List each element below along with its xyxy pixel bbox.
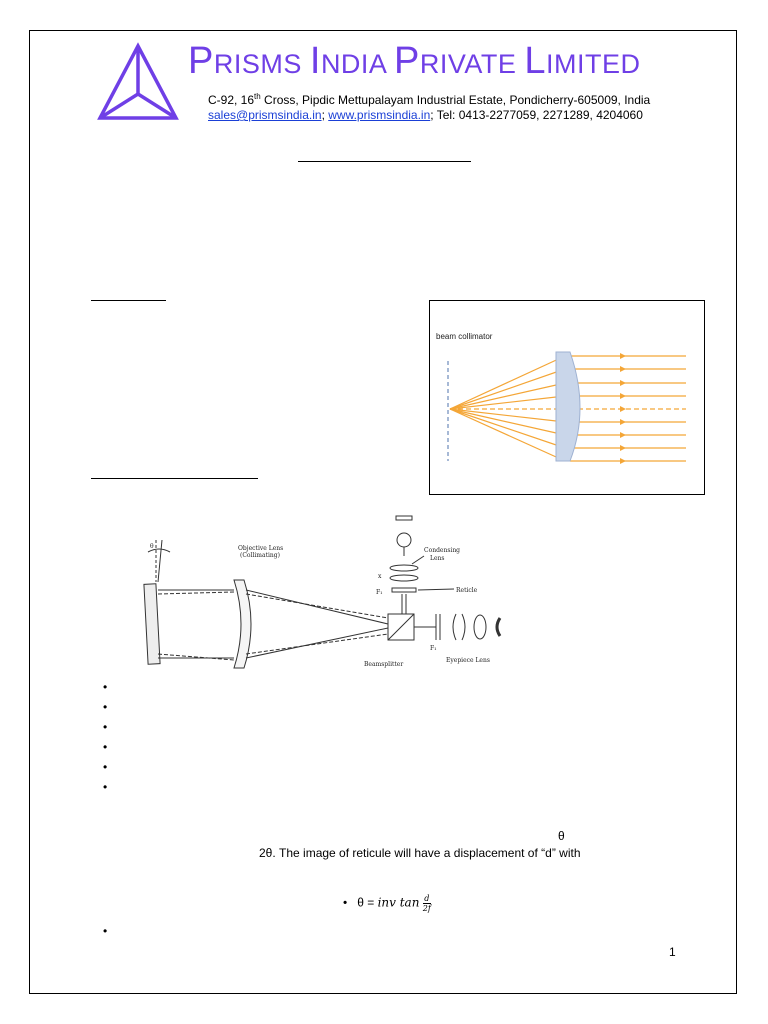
telephone: Tel: 0413-2277059, 2271289, 4204060 xyxy=(436,108,643,122)
objective-lens-sub: (Collimating) xyxy=(240,552,280,559)
website-link[interactable]: www.prismsindia.in xyxy=(328,108,431,122)
email-link[interactable]: sales@prismsindia.in xyxy=(208,108,322,122)
bullet: • xyxy=(103,700,108,714)
formula-function: inv tan xyxy=(377,895,420,910)
f1-label: F₁ xyxy=(376,589,383,596)
reticle-label: Reticle xyxy=(456,587,478,594)
figure-label: beam collimator xyxy=(436,332,493,341)
bullet: • xyxy=(103,924,108,938)
bullet: • xyxy=(103,720,108,734)
theta-label: θ xyxy=(150,543,154,550)
condensing-lens-label: Condensing xyxy=(424,547,460,554)
company-name: PRISMS INDIA PRIVATE LIMITED xyxy=(188,40,641,82)
bullet: • xyxy=(103,760,108,774)
prisms-logo-icon xyxy=(97,42,179,120)
autocollimator-diagram: θ Objective Lens (Collimating) Condensin… xyxy=(143,515,502,669)
section-heading-underline-2 xyxy=(91,478,258,479)
x-label: x xyxy=(378,573,382,580)
formula-prefix: θ = xyxy=(357,895,378,910)
f1b-label: F₁ xyxy=(430,645,437,652)
displacement-text: 2θ. The image of reticule will have a di… xyxy=(259,846,581,860)
objective-lens-label: Objective Lens xyxy=(238,545,283,552)
formula-bullet: • xyxy=(343,895,348,910)
page-number: 1 xyxy=(669,945,676,959)
beam-collimator-diagram xyxy=(447,351,686,464)
bullet: • xyxy=(103,680,108,694)
beamsplitter-label: Beamsplitter xyxy=(364,661,403,668)
company-address: C-92, 16th Cross, Pipdic Mettupalayam In… xyxy=(208,92,651,107)
bullet: • xyxy=(103,740,108,754)
contact-line: sales@prismsindia.in; www.prismsindia.in… xyxy=(208,108,643,122)
eyepiece-lens-label: Eyepiece Lens xyxy=(446,657,490,664)
title-underline xyxy=(298,161,471,162)
condensing-lens-sub: Lens xyxy=(430,555,444,562)
theta-symbol: θ xyxy=(558,829,565,843)
page-border xyxy=(29,30,737,994)
section-heading-underline xyxy=(91,300,166,301)
bullet: • xyxy=(103,780,108,794)
